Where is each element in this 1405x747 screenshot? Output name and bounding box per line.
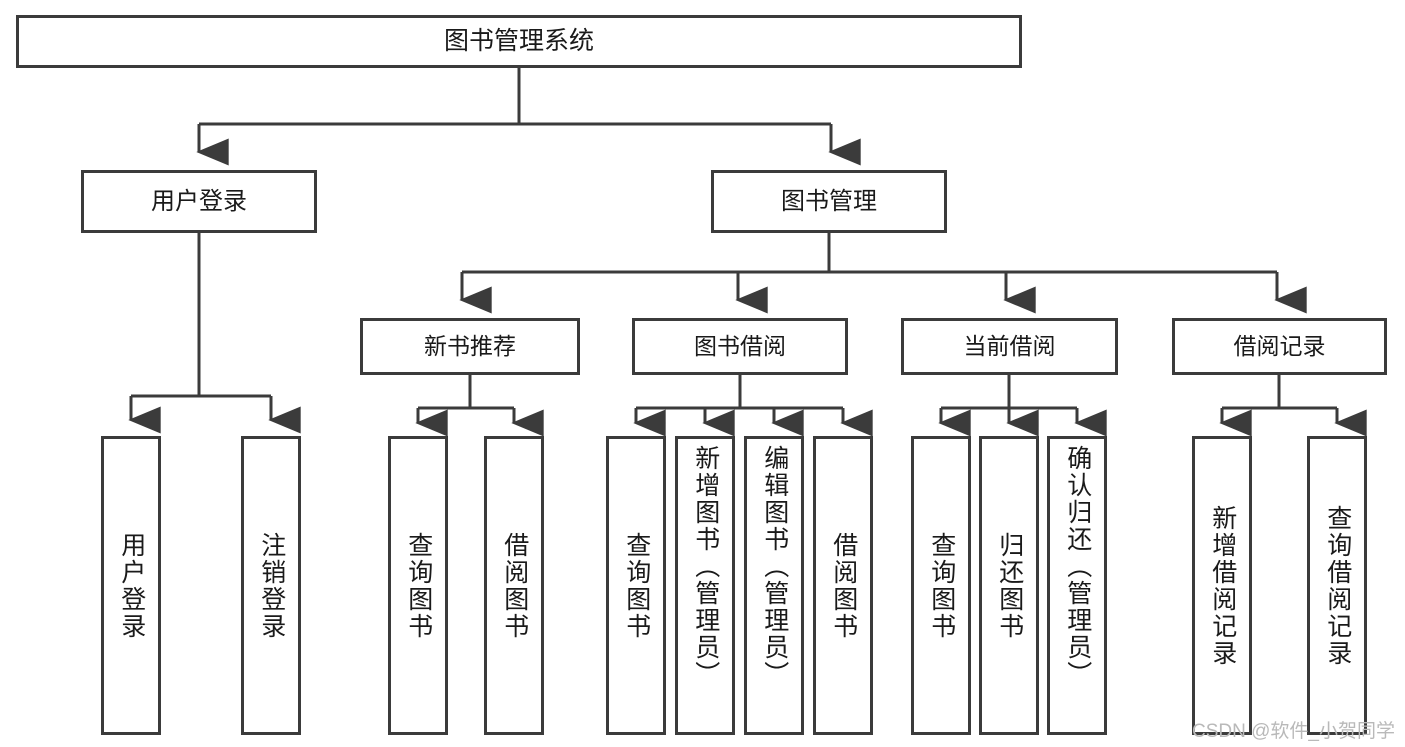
node-label: 用户登录 [151,187,247,215]
node-label: 用户登录 [117,531,146,640]
node-label: 新增借阅记录 [1208,504,1237,667]
node-label: 确认归还（管理员） [1063,445,1092,688]
node-label: 当前借阅 [963,333,1056,360]
leaf-current-confirm-return-admin[interactable]: 确认归还（管理员） [1047,436,1107,735]
node-label: 借阅图书 [829,531,858,640]
node-label: 借阅记录 [1233,333,1326,360]
node-new-book-recommend[interactable]: 新书推荐 [360,318,580,375]
node-label: 图书借阅 [694,333,786,360]
leaf-user-login-login[interactable]: 用户登录 [101,436,161,735]
leaf-current-query-book[interactable]: 查询图书 [911,436,971,735]
leaf-user-login-logout[interactable]: 注销登录 [241,436,301,735]
node-user-login[interactable]: 用户登录 [81,170,317,233]
node-book-borrow[interactable]: 图书借阅 [632,318,848,375]
node-current-borrow[interactable]: 当前借阅 [901,318,1118,375]
node-borrow-record[interactable]: 借阅记录 [1172,318,1387,375]
leaf-recommend-query-book[interactable]: 查询图书 [388,436,448,735]
node-label: 图书管理系统 [443,26,594,55]
node-label: 新书推荐 [424,333,516,360]
node-label: 新增图书（管理员） [691,445,720,688]
leaf-record-add-record[interactable]: 新增借阅记录 [1192,436,1252,735]
leaf-borrow-edit-book-admin[interactable]: 编辑图书（管理员） [744,436,804,735]
csdn-watermark: CSDN @软件_小贺同学 [1192,721,1395,742]
node-book-management[interactable]: 图书管理 [711,170,947,233]
leaf-recommend-borrow-book[interactable]: 借阅图书 [484,436,544,735]
leaf-borrow-add-book-admin[interactable]: 新增图书（管理员） [675,436,735,735]
node-label: 编辑图书（管理员） [760,445,789,688]
node-root-system[interactable]: 图书管理系统 [16,15,1022,68]
leaf-borrow-borrow-book[interactable]: 借阅图书 [813,436,873,735]
node-label: 查询图书 [622,531,651,640]
node-label: 图书管理 [781,187,877,215]
node-label: 归还图书 [995,531,1024,640]
node-label: 查询图书 [404,531,433,640]
leaf-record-query-record[interactable]: 查询借阅记录 [1307,436,1367,735]
node-label: 查询图书 [927,531,956,640]
node-label: 查询借阅记录 [1323,504,1352,667]
leaf-current-return-book[interactable]: 归还图书 [979,436,1039,735]
node-label: 注销登录 [257,531,286,640]
leaf-borrow-query-book[interactable]: 查询图书 [606,436,666,735]
node-label: 借阅图书 [500,531,529,640]
